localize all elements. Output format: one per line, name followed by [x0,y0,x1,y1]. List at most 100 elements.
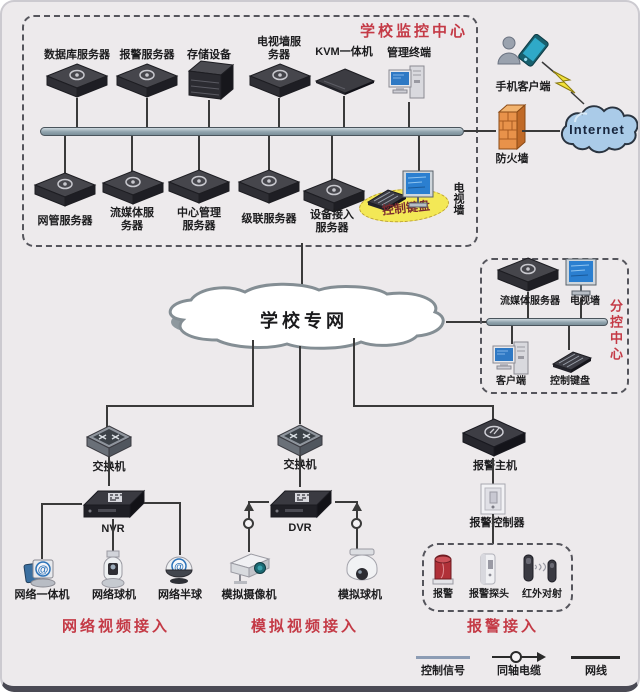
wire [580,298,582,319]
wire [278,98,280,128]
wire [108,457,110,486]
sub-keyboard-label: 控制键盘 [550,376,590,387]
sub-center-box [480,258,629,394]
wire [146,98,148,128]
alarm-controller-icon [479,482,509,516]
internet-cloud-icon [551,104,638,156]
wire [301,243,303,297]
internet-label: Internet [569,122,625,137]
wire [179,502,181,555]
alarm-server-label: 报警服务器 [119,49,175,61]
legend-coax-connector [510,651,522,663]
legend-ethernet-label: 网线 [585,665,607,677]
tvwall-server-label: 电视墙服务器 [257,36,301,62]
net-video-caption: 网络视频接入 [61,618,171,635]
net-dome-icon [100,550,126,588]
sub-media-server-icon [496,257,560,293]
wire [511,326,513,344]
net-hemisphere-icon: @ [163,554,195,586]
wire [144,502,181,504]
legend-coax-arrow [537,652,546,662]
central-mgmt-server-label: 中心管理服务器 [177,207,221,233]
mgmt-terminal-label: 管理终端 [387,47,431,59]
dvr-icon [265,485,337,523]
ir-beam-label: 红外对射 [522,589,562,600]
alarm-siren-label: 报警 [433,589,453,600]
wire [131,136,133,172]
wire [353,405,494,407]
legend-coax-label: 同轴电缆 [497,665,541,677]
firewall-icon [494,103,528,152]
wire [343,96,345,128]
wire [446,321,488,323]
legend-control-line [416,656,470,659]
wire [522,130,560,132]
storage-label: 存储设备 [187,49,231,61]
central-mgmt-server-icon [167,169,231,205]
wire [568,326,570,350]
sub-client-label: 客户端 [496,376,526,387]
svg-text:@: @ [174,562,184,573]
mobile-client-label: 手机客户端 [495,81,551,93]
alarm-server-icon [115,63,179,99]
school-network-cloud-icon [157,280,449,354]
wireless-bolt-icon [540,60,586,106]
alarm-probe-label: 报警探头 [469,589,509,600]
wire [331,136,333,180]
alarm-host-label: 报警主机 [473,460,517,472]
analog-dome-icon [343,548,381,586]
wire [464,130,496,132]
wire [268,136,270,171]
wire [492,405,494,421]
coax-arrow [352,502,362,511]
alarm-probe-icon [478,552,498,586]
analog-camera-label: 模拟摄像机 [221,589,277,601]
net-allinone-label: 网络一体机 [14,589,70,601]
sub-client-icon [492,340,532,378]
wire [252,340,254,406]
tv-wall-icon [400,170,436,210]
access-server-label: 设备接入服务器 [310,209,354,235]
wire [112,519,114,552]
wire [106,405,108,428]
media-server-icon [101,170,165,206]
school-network-label: 学校专网 [260,311,348,331]
alarm-host-icon [461,418,527,458]
database-server-icon [45,63,109,99]
nvr-icon [78,485,150,523]
tvwall-server-icon [248,63,312,99]
mgmt-terminal-icon [388,64,428,102]
coax-arrow [244,502,254,511]
analog-video-caption: 模拟视频接入 [250,618,360,635]
wire [408,102,410,128]
coax-connector [351,518,362,529]
analog-dome-label: 模拟球机 [338,589,382,601]
wire [198,136,200,171]
wire [208,100,210,128]
cascade-server-icon [237,169,301,205]
wire [42,503,82,505]
netmgmt-server-icon [33,172,97,208]
alarm-caption: 报警接入 [466,618,540,635]
wire [106,405,254,407]
alarm-devices-box [422,543,573,612]
control-keyboard-icon [360,186,408,212]
cascade-server-label: 级联服务器 [241,213,297,225]
wire [492,458,494,484]
wire [64,136,66,174]
wire [335,501,358,503]
mobile-client-icon [496,33,552,78]
storage-device-icon [184,57,238,101]
wire [353,338,355,406]
wire [249,501,269,503]
sub-keyboard-icon [545,348,593,374]
legend-control-label: 控制信号 [421,665,465,677]
alarm-siren-icon [430,552,456,588]
sub-media-server-label: 流媒体服务器 [500,296,560,307]
sub-tv-wall-icon [563,258,599,298]
ir-beam-icon [520,553,560,585]
net-dome-label: 网络球机 [92,589,136,601]
access-server-icon [302,178,366,214]
sub-center-bus-bar [486,318,608,326]
